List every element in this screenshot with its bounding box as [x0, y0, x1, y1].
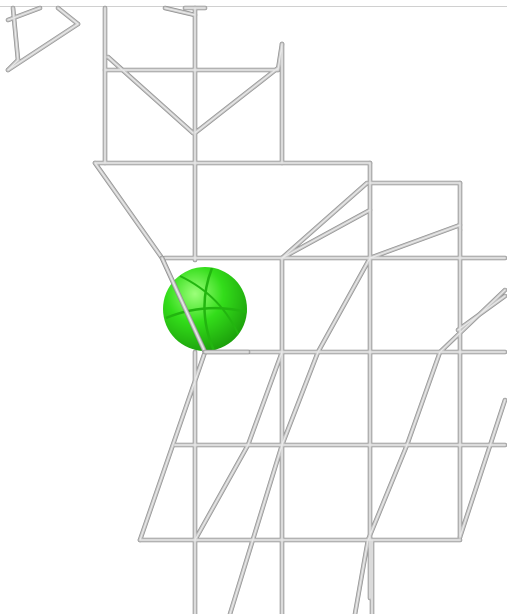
rod-segment [195, 445, 248, 540]
rod-segment [95, 163, 162, 258]
rod-segment [407, 352, 440, 445]
rod-segment [58, 8, 78, 24]
rod-segment [440, 290, 505, 352]
rod-segment [458, 296, 505, 330]
rod-segment [355, 540, 368, 614]
rod-segment [368, 445, 407, 540]
green-ball[interactable] [163, 267, 247, 351]
rod-frame [8, 8, 505, 614]
rod-segment [460, 400, 505, 537]
rod-segment [282, 352, 318, 445]
rod-segment [248, 352, 282, 445]
rod-segment [318, 258, 370, 352]
rod-segment [195, 68, 278, 133]
rod-segment [230, 445, 282, 614]
rod-segment [370, 225, 460, 258]
